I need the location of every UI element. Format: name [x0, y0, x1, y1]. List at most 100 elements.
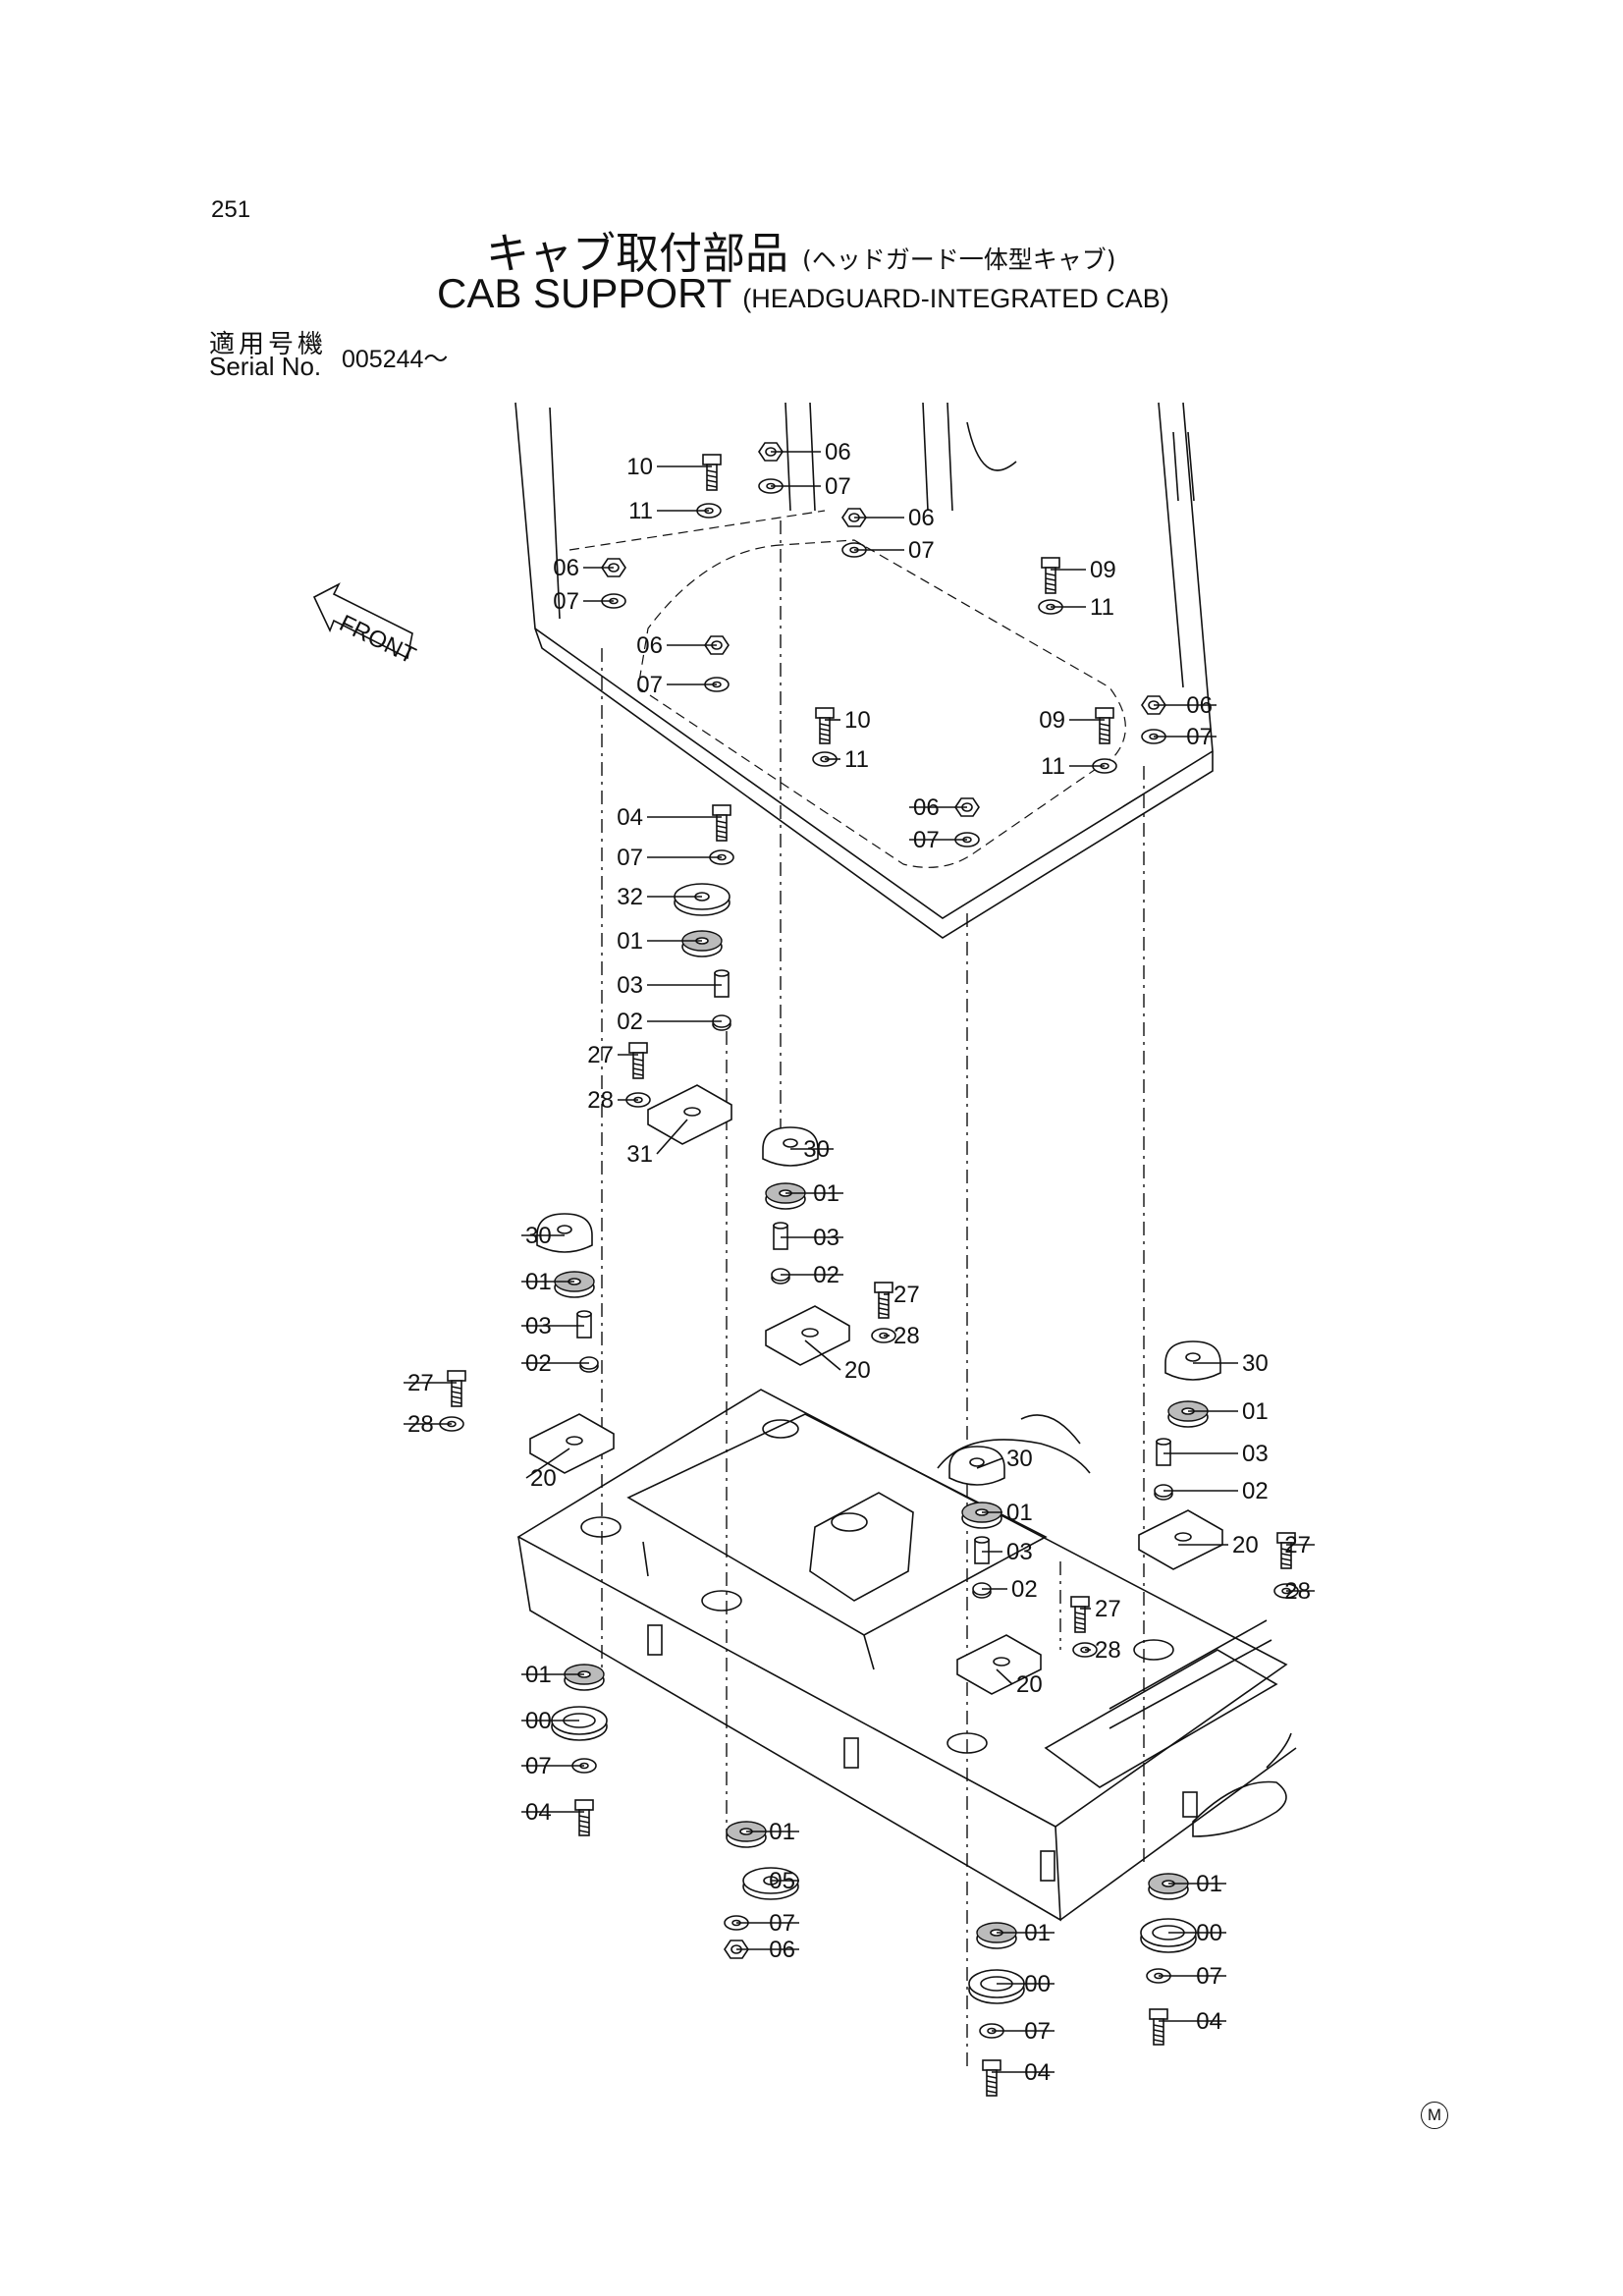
callout-label: 20	[1232, 1532, 1259, 1558]
leader-line	[804, 1339, 841, 1371]
callout-label: 03	[617, 972, 643, 999]
leader-line	[976, 1457, 1003, 1469]
callout-10: 10	[825, 707, 871, 734]
plate-part	[956, 1634, 1042, 1695]
sleeve-part	[714, 969, 730, 998]
callout-28: 28	[884, 1323, 920, 1349]
callout-01: 01	[617, 928, 702, 955]
callout-06: 06	[1154, 692, 1217, 719]
ring-part	[972, 1582, 992, 1599]
callout-label: 06	[825, 439, 851, 465]
callout-28: 28	[587, 1087, 638, 1114]
serial-label-en: Serial No.	[209, 352, 322, 381]
callout-label: 03	[1242, 1441, 1269, 1467]
mount-part	[726, 1821, 767, 1848]
bolt-part	[1276, 1532, 1296, 1569]
callout-04: 04	[992, 2059, 1055, 2086]
parts-layer	[439, 442, 1299, 2097]
callout-32: 32	[617, 884, 702, 910]
callout-label: 02	[1242, 1478, 1269, 1504]
callout-02: 02	[521, 1350, 589, 1377]
callout-02: 02	[1163, 1478, 1269, 1504]
callout-label: 31	[626, 1141, 653, 1168]
bolt-part	[815, 707, 835, 744]
callout-07: 07	[736, 1910, 799, 1937]
callout-20: 20	[996, 1668, 1043, 1698]
bolt-part	[874, 1282, 893, 1319]
callout-label: 27	[587, 1042, 614, 1068]
callout-00: 00	[521, 1708, 579, 1734]
callout-01: 01	[785, 1180, 843, 1207]
callout-01: 01	[521, 1269, 574, 1295]
callout-06: 06	[553, 555, 614, 581]
callout-20: 20	[1178, 1532, 1259, 1558]
callout-label: 28	[1095, 1637, 1121, 1664]
callout-label: 30	[1242, 1350, 1269, 1377]
callout-30: 30	[1193, 1350, 1269, 1377]
plate-part	[765, 1305, 850, 1366]
serial-number-value: 005244～	[342, 346, 449, 373]
callout-label: 07	[617, 845, 643, 871]
callout-30: 30	[790, 1136, 834, 1163]
callout-28: 28	[404, 1411, 452, 1438]
callout-28: 28	[1284, 1578, 1315, 1605]
ring-part	[771, 1268, 790, 1285]
bolt-part	[712, 804, 731, 842]
ring-part	[1154, 1484, 1173, 1501]
callout-02: 02	[781, 1262, 843, 1288]
front-arrow-icon: FRONT	[312, 582, 420, 670]
mount-part	[564, 1664, 605, 1691]
callout-label: 03	[1006, 1539, 1033, 1565]
title-en-main: CAB SUPPORT	[437, 270, 731, 316]
sleeve-part	[1156, 1438, 1171, 1466]
callout-27: 27	[404, 1370, 457, 1396]
mount-part	[961, 1502, 1002, 1529]
callout-27: 27	[1080, 1596, 1121, 1622]
bolt-part	[1149, 2008, 1168, 2046]
callout-03: 03	[781, 1225, 843, 1251]
stopper-part	[1164, 1340, 1221, 1381]
callout-28: 28	[1085, 1637, 1121, 1664]
callout-11: 11	[825, 746, 869, 773]
disc-part	[674, 883, 730, 916]
page-number: 251	[211, 196, 251, 223]
callout-label: 30	[1006, 1446, 1033, 1472]
callout-20: 20	[804, 1339, 871, 1384]
page-title-jp: キャブ取付部品 (ヘッドガード一体型キャブ)	[486, 218, 1116, 281]
callout-31: 31	[626, 1119, 688, 1168]
cup-part	[551, 1706, 608, 1741]
callout-label: 06	[908, 505, 935, 531]
plate-part	[529, 1413, 615, 1474]
callout-label: 20	[530, 1465, 557, 1492]
callout-01: 01	[997, 1920, 1055, 1946]
callout-02: 02	[617, 1009, 722, 1035]
mount-part	[765, 1182, 806, 1210]
cup-part	[1140, 1918, 1197, 1953]
callout-label: 09	[1090, 557, 1116, 583]
callout-06: 06	[854, 505, 935, 531]
title-jp-main: キャブ取付部品	[486, 229, 788, 279]
callout-06: 06	[771, 439, 851, 465]
bolt-part	[574, 1799, 594, 1836]
callout-01: 01	[1168, 1871, 1226, 1897]
callout-06: 06	[636, 632, 717, 659]
callout-09: 09	[1039, 707, 1105, 734]
callout-label: 20	[844, 1357, 871, 1384]
callout-01: 01	[746, 1819, 799, 1845]
callout-06: 06	[736, 1937, 799, 1963]
callout-label: 32	[617, 884, 643, 910]
callout-07: 07	[617, 845, 722, 871]
callout-04: 04	[1159, 2008, 1226, 2035]
callout-00: 00	[997, 1971, 1055, 1997]
callout-03: 03	[982, 1539, 1033, 1565]
callout-label: 04	[617, 804, 643, 831]
callout-label: 11	[1090, 594, 1114, 621]
bolt-part	[628, 1042, 648, 1079]
callout-label: 20	[1016, 1671, 1043, 1698]
mount-part	[1167, 1400, 1209, 1428]
callout-11: 11	[1041, 753, 1105, 780]
callout-label: 11	[628, 498, 653, 524]
mount-part	[681, 930, 723, 957]
callout-04: 04	[521, 1799, 584, 1826]
callout-label: 11	[844, 746, 869, 773]
